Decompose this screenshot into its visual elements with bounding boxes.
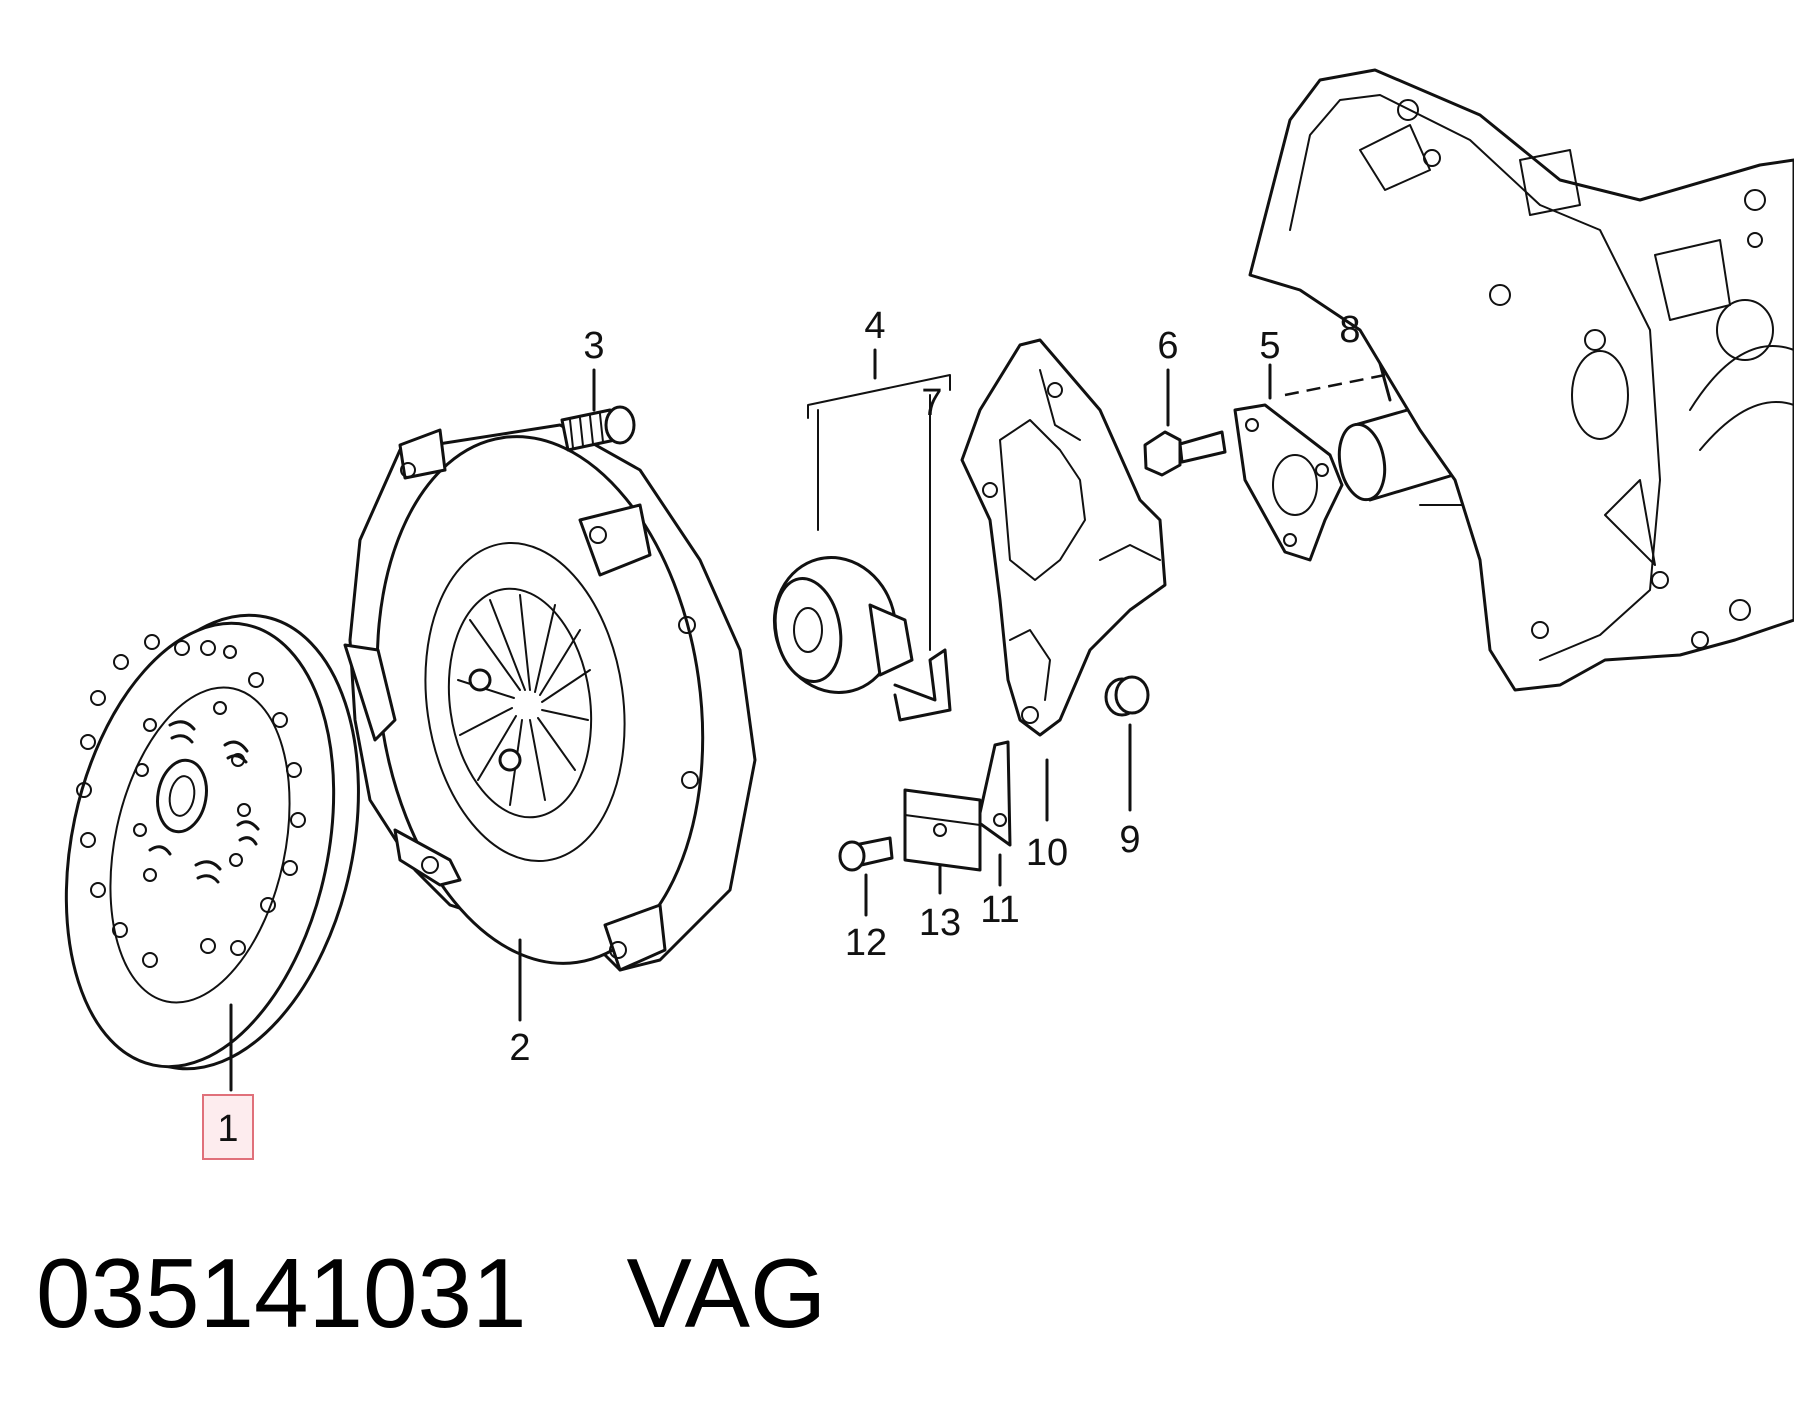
callout-labels: 1 2 3 4 5 6 7 8 9 10 11 12 13: [202, 305, 1361, 1160]
part-release-lever: [960, 338, 1167, 822]
part-bolt-3: [560, 368, 636, 452]
callout-1: 1: [217, 1108, 238, 1150]
part-plate-11: [976, 740, 1012, 887]
callout-12: 12: [845, 922, 887, 964]
part-gasket-5: [1233, 363, 1344, 562]
part-gearbox-housing: [1248, 68, 1794, 692]
part-plug-9: [1104, 675, 1150, 812]
callout-9: 9: [1119, 819, 1140, 861]
brand-name: VAG: [626, 1238, 827, 1348]
callout-2: 2: [509, 1027, 530, 1069]
callout-8: 8: [1339, 309, 1360, 351]
part-shim-13: [903, 788, 982, 895]
part-release-bearing: [772, 348, 952, 722]
callout-4: 4: [864, 305, 885, 347]
callout-7: 7: [921, 382, 942, 424]
part-nut-bolt-6: [1143, 368, 1227, 477]
callout-6: 6: [1157, 325, 1178, 367]
callout-5: 5: [1259, 325, 1280, 367]
callout-1-highlight: [202, 1094, 254, 1160]
callout-3: 3: [583, 325, 604, 367]
callout-11: 11: [980, 889, 1019, 931]
callout-13: 13: [919, 902, 961, 944]
part-number-footer: 035141031 VAG: [36, 1238, 826, 1348]
part-bolt-12: [838, 836, 894, 917]
callout-10: 10: [1026, 832, 1068, 874]
part-clutch-disc: [64, 613, 360, 1092]
part-pressure-plate: [343, 423, 757, 1022]
part-number: 035141031: [36, 1238, 527, 1348]
